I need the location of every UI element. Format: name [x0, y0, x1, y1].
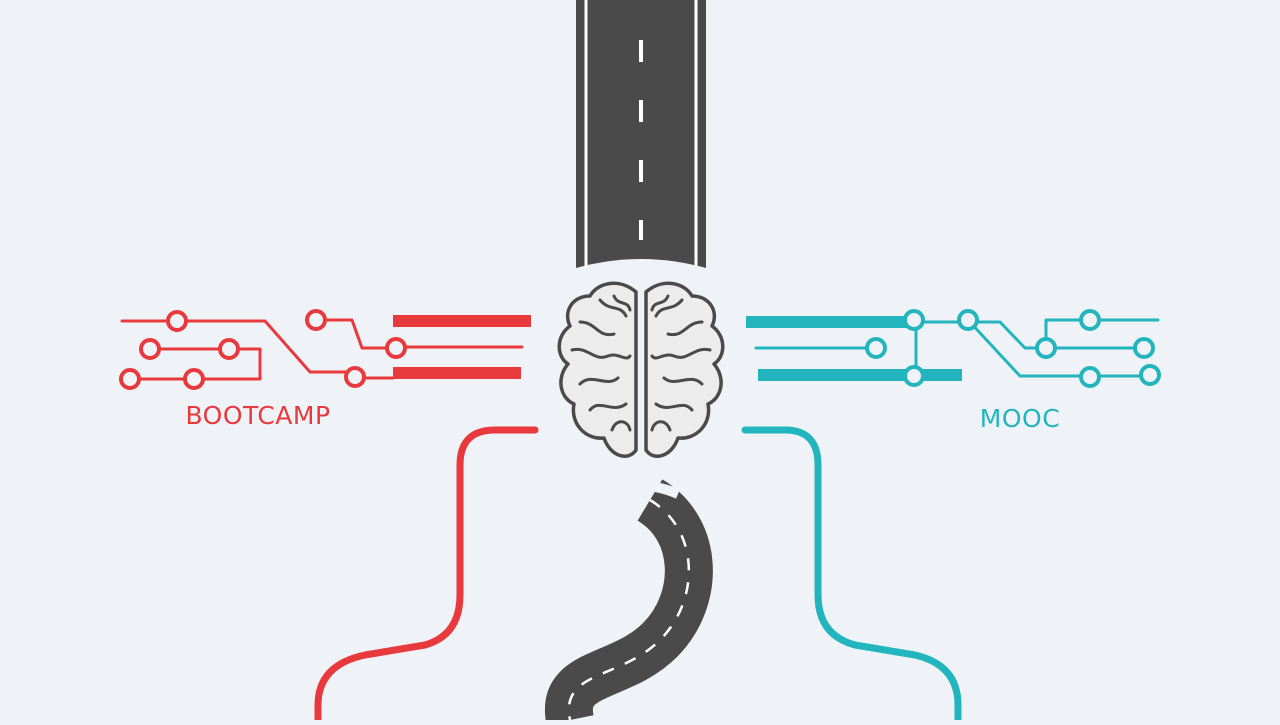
mooc-wire-3	[966, 318, 1152, 378]
brain-fold	[650, 294, 670, 312]
mooc-bar-top	[746, 316, 911, 328]
road-end-curve	[576, 259, 706, 272]
winding-road-top-edge	[622, 480, 680, 499]
brain-icon	[557, 281, 725, 458]
bootcamp-bar-top	[393, 315, 531, 327]
mooc-nodes	[865, 309, 1161, 388]
bootcamp-node	[119, 368, 141, 390]
bootcamp-node	[139, 338, 161, 360]
mooc-node	[1133, 337, 1155, 359]
brain-fold	[654, 298, 684, 318]
bootcamp-node	[385, 337, 407, 359]
bootcamp-node	[218, 338, 240, 360]
brain-fold	[612, 294, 632, 312]
brain-left-hemisphere	[557, 281, 638, 458]
brain-fold	[588, 402, 628, 412]
brain-fold	[610, 420, 632, 432]
brain-fold	[654, 402, 694, 412]
bootcamp-nodes	[119, 309, 407, 390]
bootcamp-node	[166, 310, 188, 332]
mooc-node	[1035, 337, 1057, 359]
brain-fold	[578, 320, 616, 337]
mooc-node	[957, 309, 979, 331]
winding-road-dashes	[567, 498, 690, 721]
mooc-bar-bottom	[758, 369, 962, 381]
mooc-node	[1139, 364, 1161, 386]
mooc-circuit	[741, 309, 1161, 724]
bootcamp-path-down	[314, 426, 539, 724]
bootcamp-bar-bottom	[393, 367, 521, 379]
mooc-label: MOOC	[979, 404, 1061, 433]
mooc-node	[903, 365, 925, 387]
bootcamp-circuit	[119, 309, 539, 724]
brain-fold	[650, 347, 712, 360]
brain-fold	[598, 298, 628, 318]
brain-fold	[570, 347, 632, 360]
mooc-node	[903, 309, 925, 331]
winding-road-surface	[545, 479, 713, 725]
winding-road	[545, 479, 713, 725]
brain-fold	[650, 420, 672, 432]
bootcamp-node	[183, 368, 205, 390]
bootcamp-wire-3	[314, 318, 397, 350]
mooc-node	[865, 337, 887, 359]
bootcamp-label: BOOTCAMP	[185, 401, 331, 430]
brain-right-hemisphere	[644, 281, 725, 458]
mooc-node	[1079, 366, 1101, 388]
bootcamp-wire-1	[120, 319, 357, 374]
straight-road	[576, 0, 706, 272]
mooc-wire-1	[909, 320, 1147, 350]
mooc-node	[1079, 309, 1101, 331]
brain-fold	[662, 376, 704, 386]
brain-fold	[666, 320, 704, 337]
bootcamp-node	[344, 366, 366, 388]
mooc-path-down	[741, 426, 962, 724]
bootcamp-node	[305, 309, 327, 331]
brain-folds	[570, 294, 712, 432]
brain-fold	[578, 376, 620, 386]
